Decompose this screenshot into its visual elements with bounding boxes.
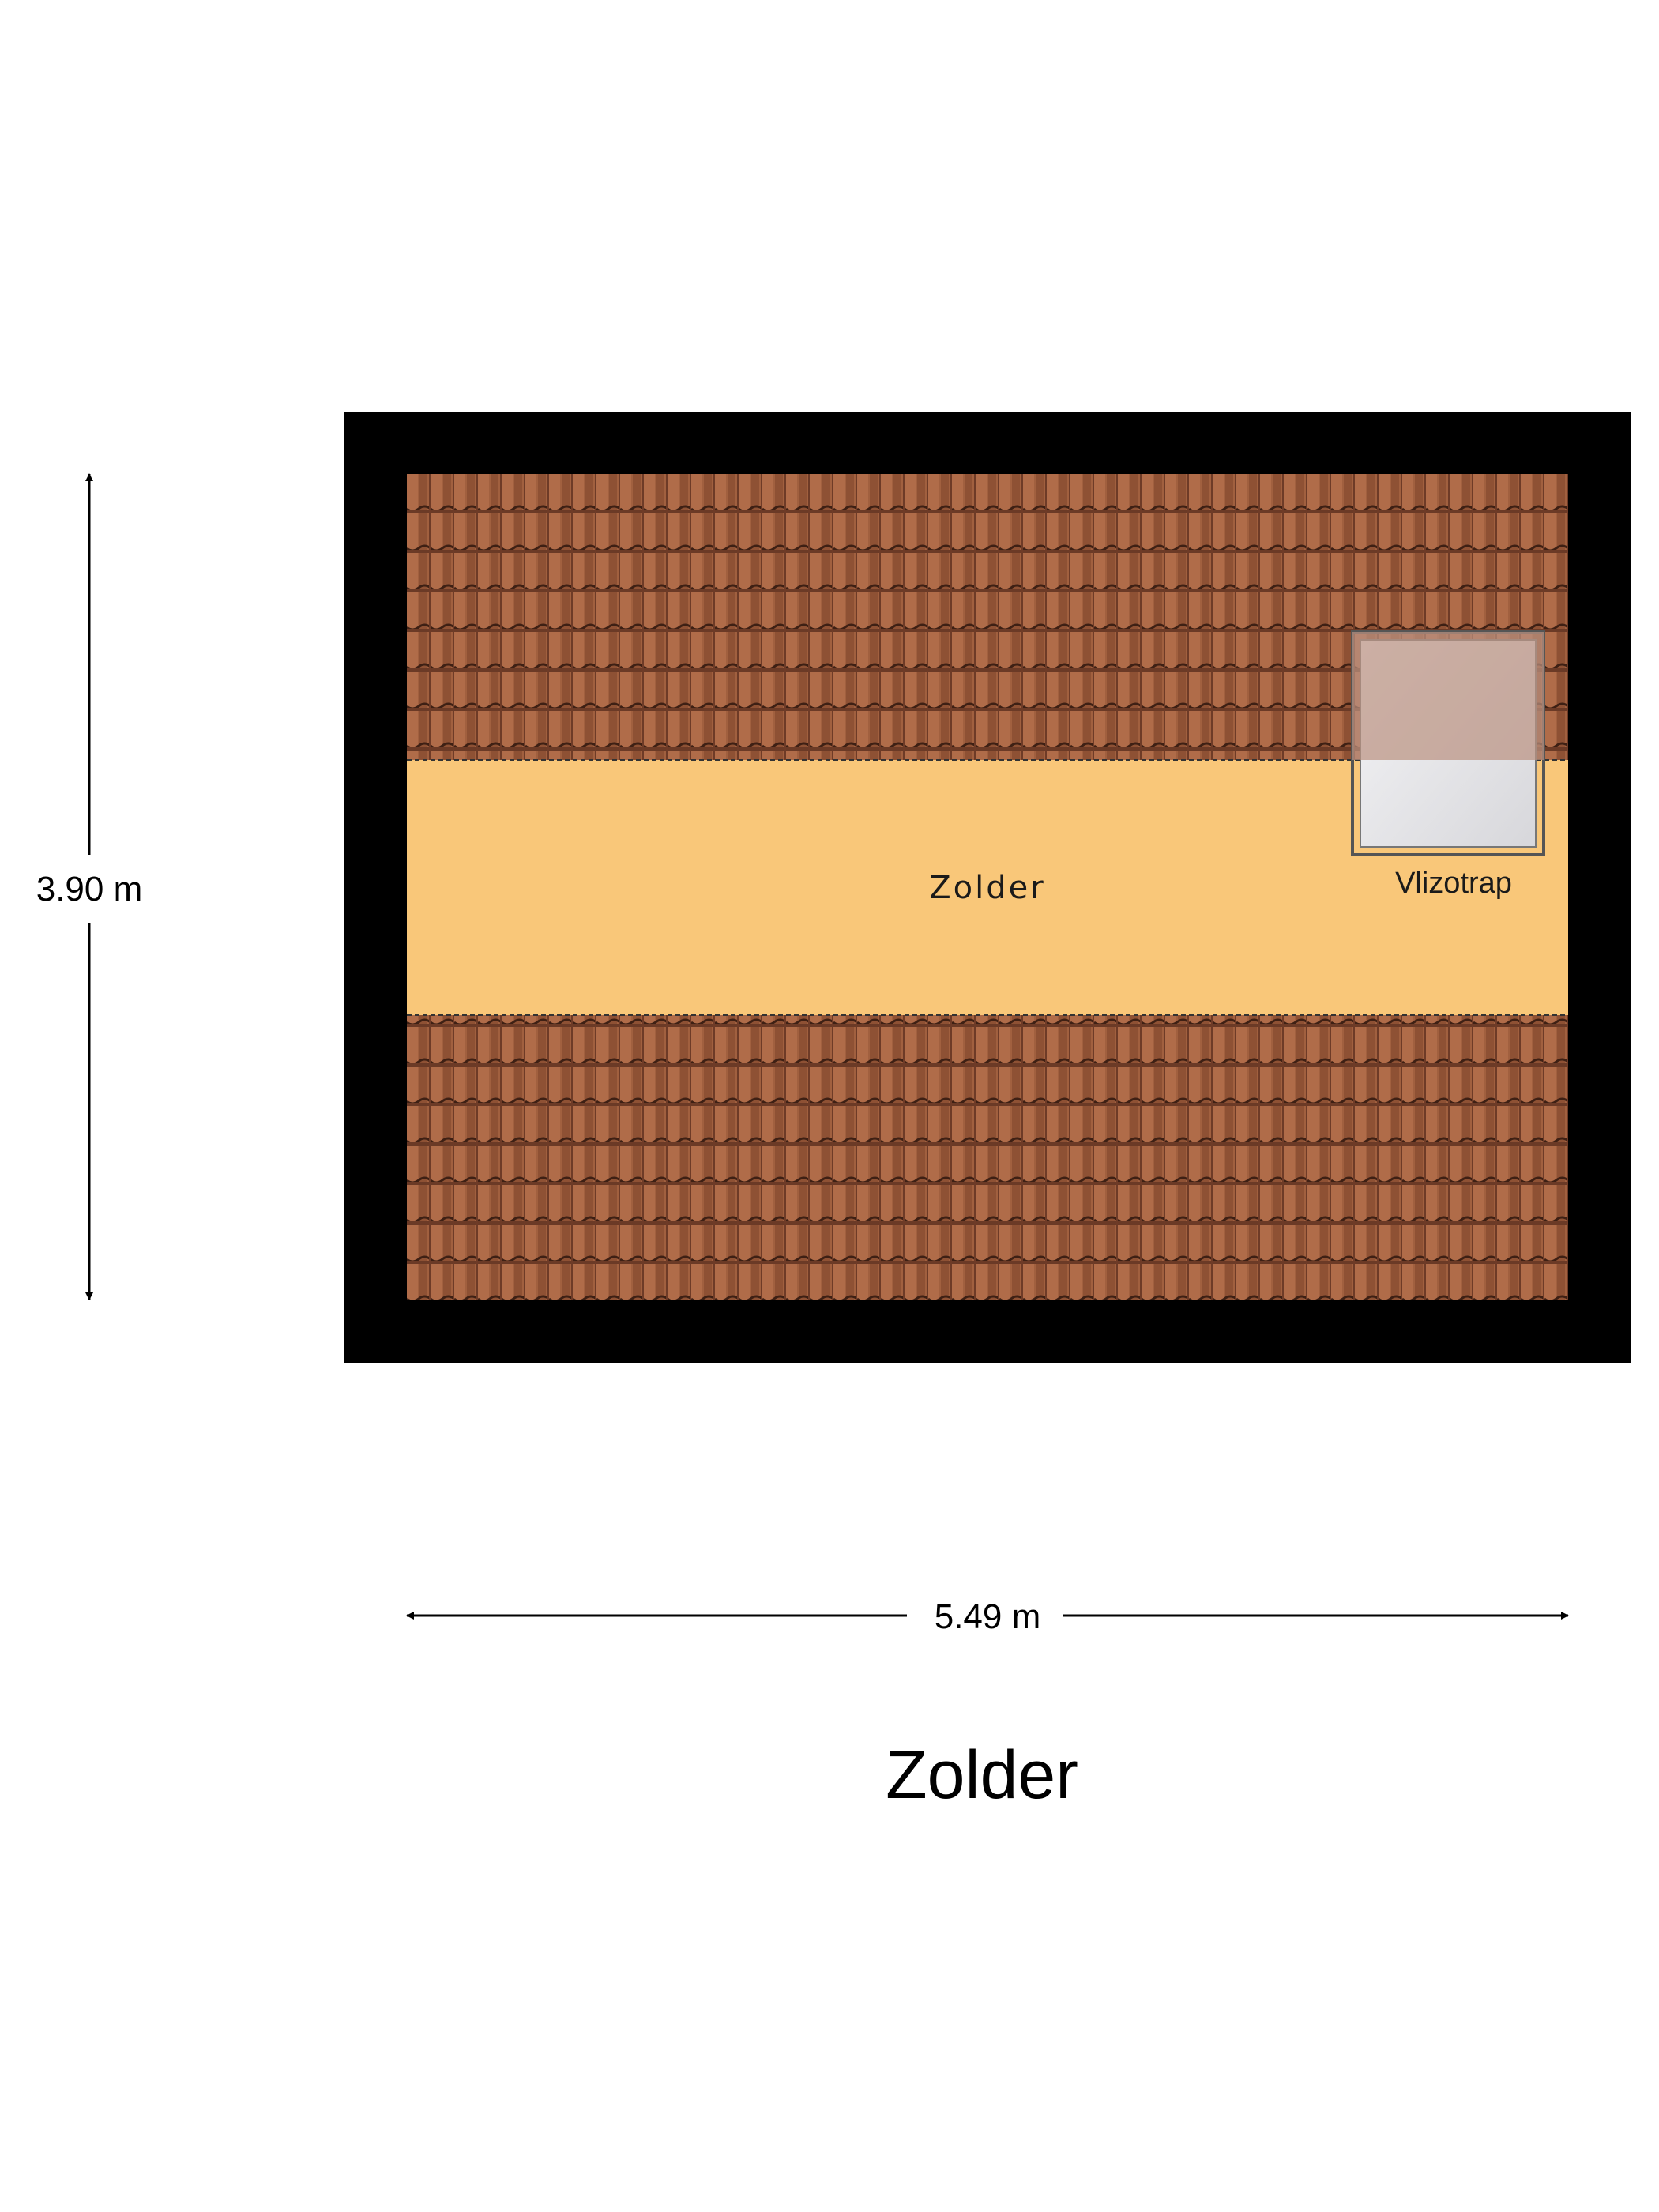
stair-label: Vlizotrap	[1395, 867, 1512, 900]
height-dimension-label: 3.90 m	[36, 870, 143, 908]
loft-ladder-hatch	[1351, 630, 1545, 856]
room-label: Zolder	[929, 870, 1045, 906]
floor-title: Zolder	[886, 1737, 1078, 1813]
width-dimension-label: 5.49 m	[935, 1597, 1041, 1636]
width-dimension: 5.49 m	[406, 1597, 1569, 1636]
roof-slope-bottom	[407, 1015, 1568, 1300]
height-dimension: 3.90 m	[36, 473, 143, 1300]
